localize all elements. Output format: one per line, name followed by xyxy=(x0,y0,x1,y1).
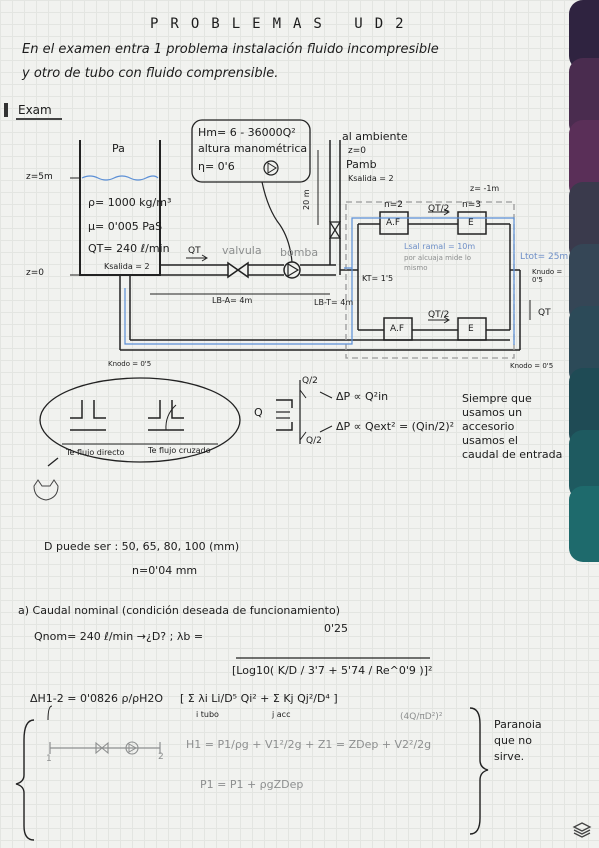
pump-box-line-2: altura manométrica xyxy=(198,142,308,155)
e-upper-label: E xyxy=(468,218,474,228)
qt2-upper-label: QT/2 xyxy=(428,204,450,214)
ramal-line-1: Lsal ramal = 10m xyxy=(404,242,476,251)
side-note-line-2: que no xyxy=(494,734,532,747)
ambient-line-2: z=0 xyxy=(348,146,366,156)
qt2-lower-label: QT/2 xyxy=(428,310,450,320)
ramal-line-2: por alcuaja mide lo xyxy=(404,254,472,262)
pump-box-line-1: Hm= 6 - 36000Q² xyxy=(198,126,296,139)
section-tag-exam: Exam xyxy=(4,103,62,120)
tank-label: Pa xyxy=(112,142,125,155)
head-loss-lhs: ΔH1-2 = 0'0826 ρ/ρH2O xyxy=(30,692,164,705)
point-1-label: 1 xyxy=(46,754,52,764)
dp-relation-1: ΔP ∝ Q²in xyxy=(336,390,389,403)
k-outlet-label: Ksalida = 2 xyxy=(104,262,150,271)
ambient-line-4: Ksalida = 2 xyxy=(348,174,394,183)
tab-9[interactable] xyxy=(569,486,599,562)
qnom-equation: Qnom= 240 ℓ/min →¿D? ; λb = xyxy=(34,630,204,643)
ltot-label: Ltot= 25m xyxy=(520,252,569,262)
qt-label: QT= 240 ℓ/min xyxy=(88,242,170,255)
page-title: PROBLEMAS UD2 xyxy=(150,16,416,32)
length-bt-label: LB-T= 4m xyxy=(314,298,354,307)
n3-label: n=3 xyxy=(462,200,481,210)
note-line-5: caudal de entrada xyxy=(462,448,563,461)
ambient-line-1: al ambiente xyxy=(342,130,408,143)
part-a-title: a) Caudal nominal (condición deseada de … xyxy=(18,604,340,617)
rho-label: ρ= 1000 kg/m³ xyxy=(88,196,172,209)
length-ab-label: LB-A= 4m xyxy=(212,296,253,305)
height-20-label: 20 m xyxy=(302,189,311,210)
side-note-line-1: Paranoia xyxy=(494,718,542,731)
e-lower-label: E xyxy=(468,324,474,334)
head-loss-rhs: [ Σ λi Li/D⁵ Qi² + Σ Kj Qj²/D⁴ ] xyxy=(180,692,338,705)
intro-line-2: y otro de tubo con fluido comprensible. xyxy=(22,66,279,81)
tee-crossed-label: Te flujo cruzado xyxy=(148,446,211,455)
tee-direct-label: Te flujo directo xyxy=(66,448,125,457)
tee-q-label: Q xyxy=(254,406,263,419)
ambient-line-3: Pamb xyxy=(346,158,377,171)
qt-right-label: QT xyxy=(538,308,551,318)
energy-equation: H1 = P1/ρg + V1²/2g + Z1 = ZDep + V2²/2g xyxy=(186,738,432,751)
knodo-bottom-right-label: Knodo = 0'5 xyxy=(510,362,554,370)
v2-term: (4Q/πD²)² xyxy=(400,712,443,722)
n2-label: n=2 xyxy=(384,200,403,210)
af-lower-label: A.F xyxy=(390,324,405,334)
lambda-denominator: [Log10( K/D / 3'7 + 5'74 / Re^0'9 )]² xyxy=(232,664,433,677)
z-minus-1-label: z= -1m xyxy=(470,184,500,193)
side-note-line-3: sirve. xyxy=(494,750,525,763)
notebook-tabs xyxy=(569,0,599,848)
note-line-1: Siempre que xyxy=(462,392,532,405)
z-top-label: z=5m xyxy=(26,172,53,182)
qt-arrow-label: QT xyxy=(188,246,201,256)
intro-line-1: En el examen entra 1 problema instalació… xyxy=(22,42,439,57)
mu-label: μ= 0'005 PaS xyxy=(88,220,163,233)
layers-icon[interactable] xyxy=(572,820,592,840)
head-loss-sub-acc: j acc xyxy=(272,710,291,719)
diameter-options: D puede ser : 50, 65, 80, 100 (mm) xyxy=(44,540,240,553)
note-line-2: usamos un xyxy=(462,406,523,419)
knodo-left-label: Knodo = 0'5 xyxy=(108,360,152,368)
tee-q2-top: Q/2 xyxy=(302,376,318,386)
dp-relation-2: ΔP ∝ Qext² = (Qin/2)² xyxy=(336,420,455,433)
ramal-line-3: mismo xyxy=(404,264,428,272)
kt-label: KT= 1'5 xyxy=(362,274,394,283)
head-loss-sub-tubo: i tubo xyxy=(196,710,219,719)
af-upper-label: A.F xyxy=(386,218,401,228)
pump-label: bomba xyxy=(280,246,319,259)
pressure-equation: P1 = P1 + ρgZDep xyxy=(200,778,304,791)
tee-q2-bottom: Q/2 xyxy=(306,436,322,446)
point-2-label: 2 xyxy=(158,752,164,762)
note-line-4: usamos el xyxy=(462,434,518,447)
knudo-right-label: Knudo = 0'5 xyxy=(532,268,563,284)
note-line-3: accesorio xyxy=(462,420,515,433)
valve-label: valvula xyxy=(222,244,262,257)
lambda-numerator: 0'25 xyxy=(324,622,349,635)
z-bottom-label: z=0 xyxy=(26,268,44,278)
pump-box-line-3: η= 0'6 xyxy=(198,160,235,173)
roughness-value: n=0'04 mm xyxy=(132,564,198,577)
